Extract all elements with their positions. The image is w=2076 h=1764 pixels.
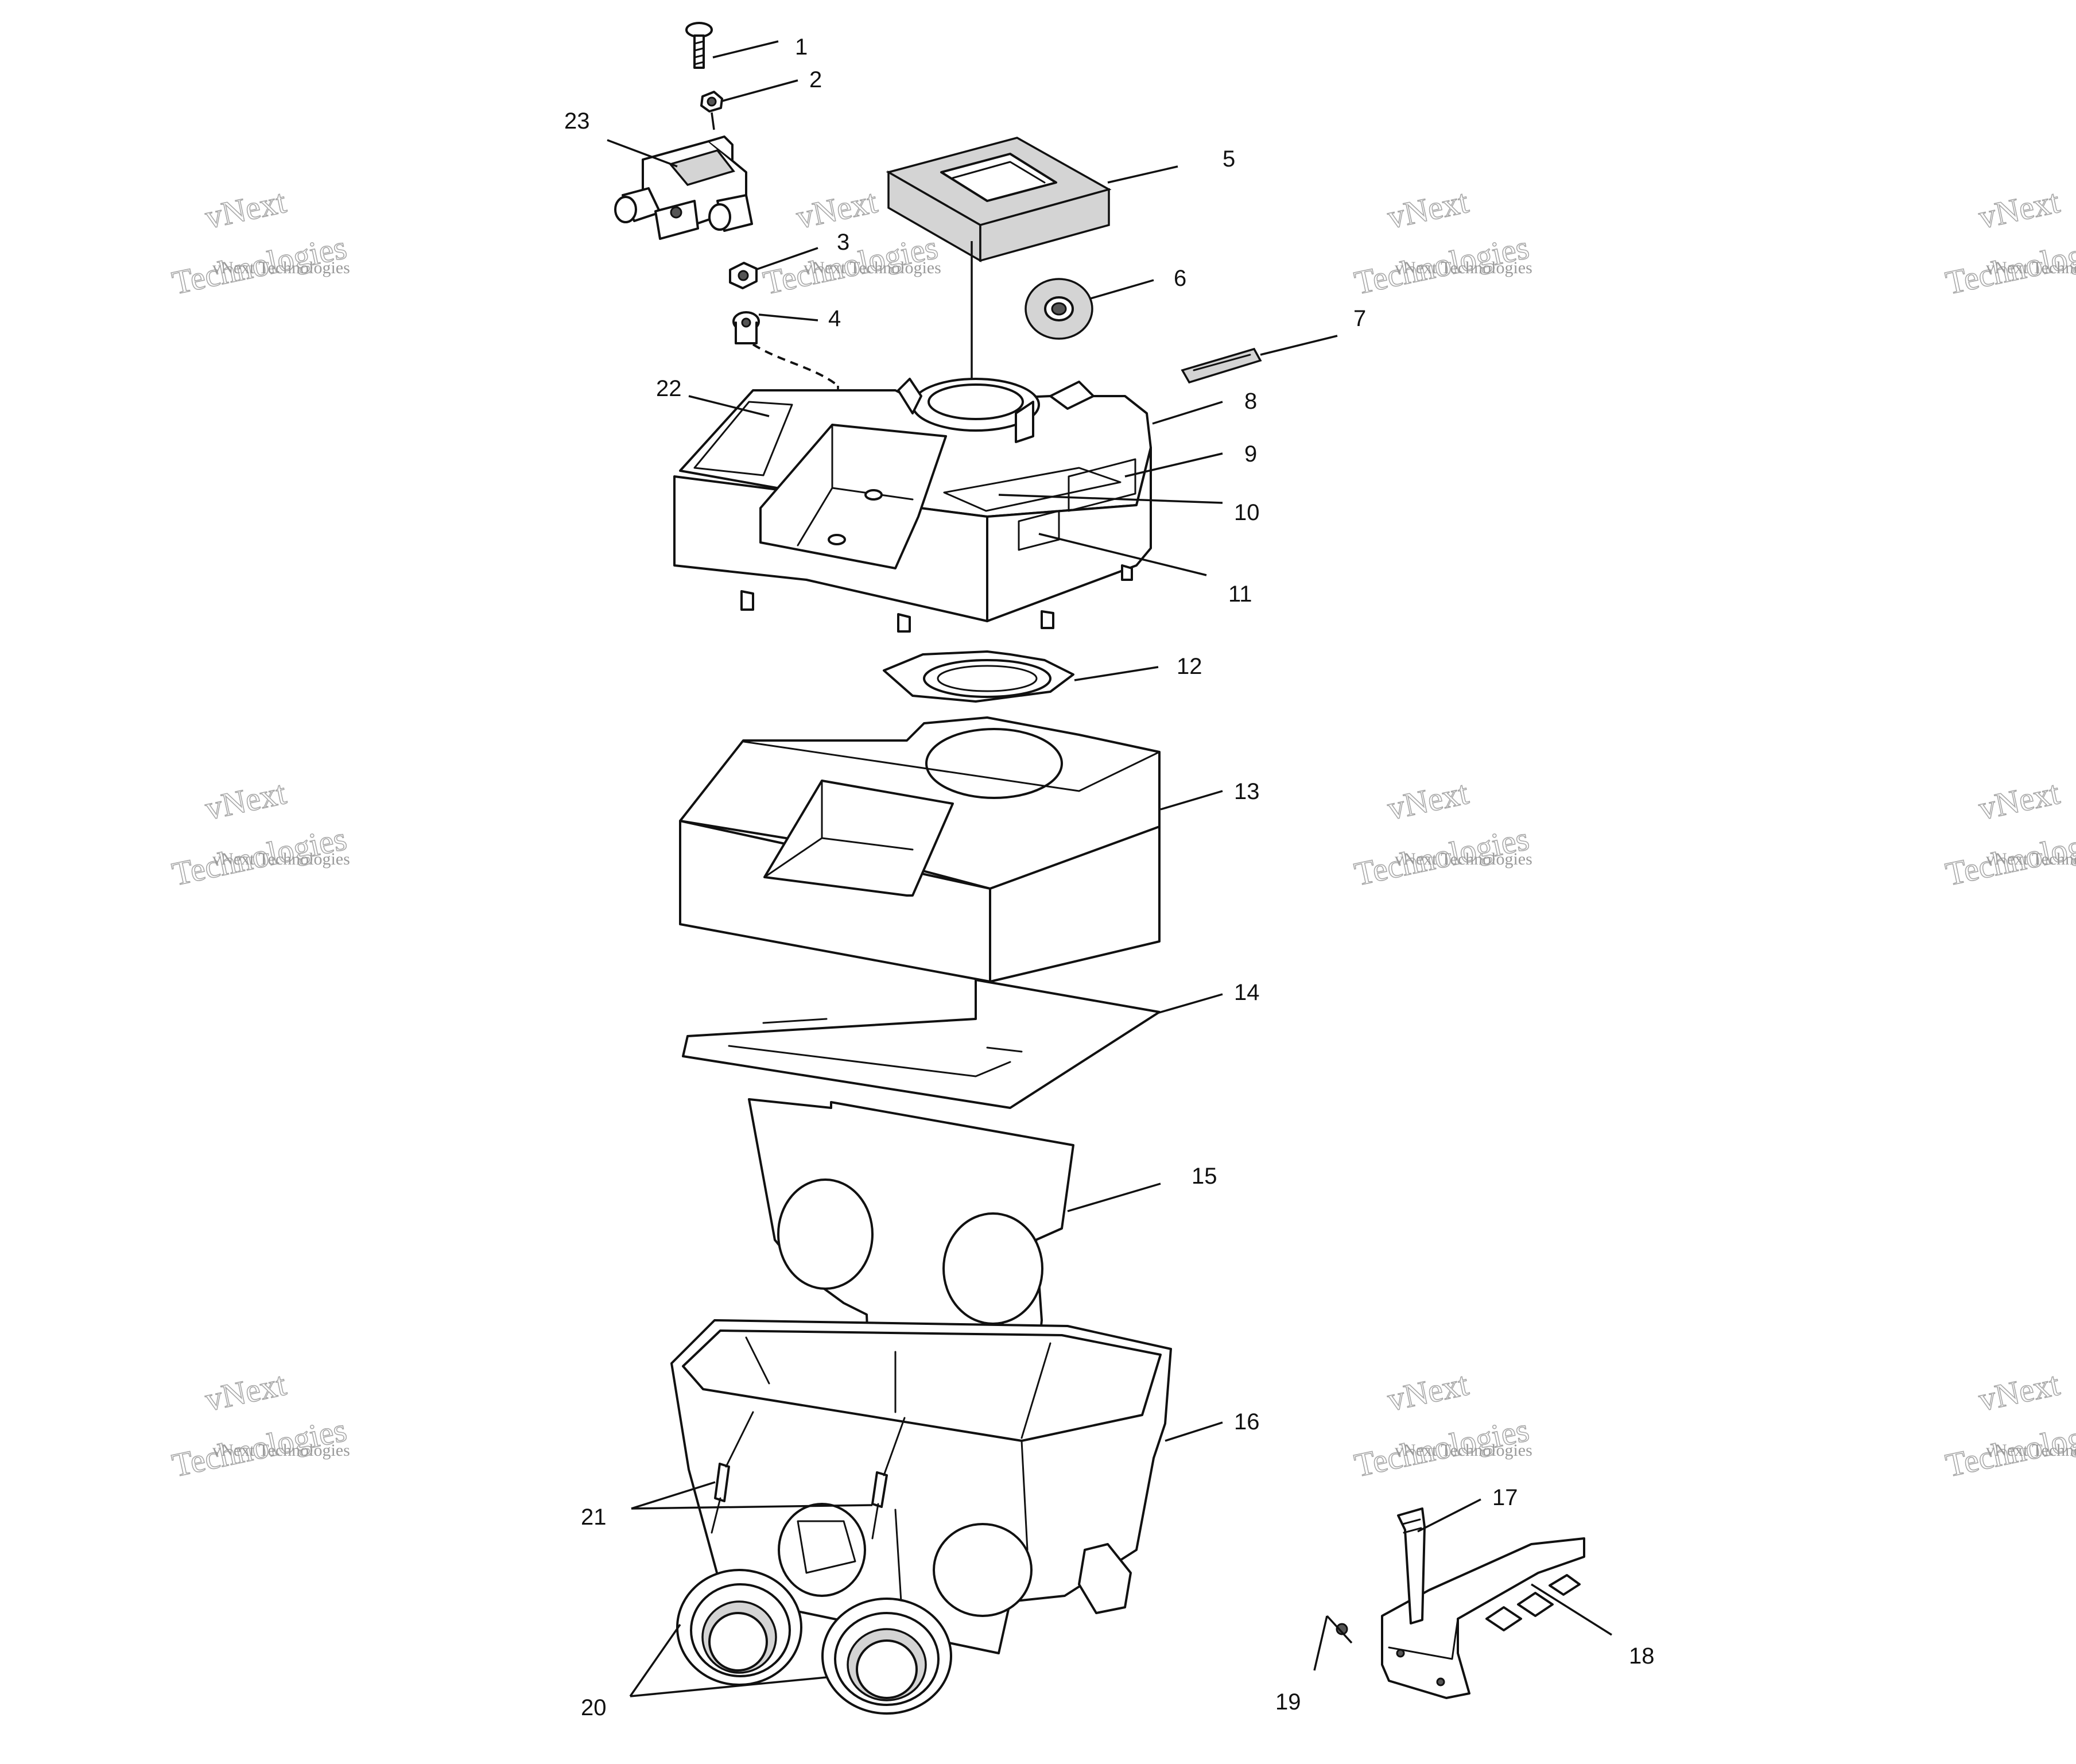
callout-9: 9 <box>1244 441 1257 467</box>
svg-text:vNext Technologies: vNext Technologies <box>212 258 350 277</box>
callout-5: 5 <box>1223 146 1235 172</box>
part-washer <box>700 91 723 113</box>
part-baffle <box>748 1098 1074 1405</box>
callout-21: 21 <box>581 1505 607 1530</box>
part-lever <box>1397 1507 1426 1625</box>
watermark: vNext Technologies vNext Technologies <box>1351 773 1532 893</box>
watermark: vNext Technologies vNext Technologies <box>168 773 350 893</box>
callout-15: 15 <box>1192 1164 1217 1189</box>
callout-20: 20 <box>581 1695 607 1720</box>
part-boot <box>821 1598 952 1715</box>
watermark: vNext Technologies vNext Technologies <box>1942 1364 2076 1484</box>
callout-13: 13 <box>1234 779 1260 804</box>
part-screw <box>685 22 713 69</box>
watermark: vNext Technologies vNext Technologies <box>1351 1364 1532 1484</box>
part-nut <box>729 262 758 289</box>
callout-8: 8 <box>1244 389 1257 414</box>
part-bracket <box>1381 1537 1585 1699</box>
part-clip <box>732 311 760 344</box>
svg-text:vNext Technologies: vNext Technologies <box>1986 1441 2076 1460</box>
callout-16: 16 <box>1234 1409 1260 1435</box>
callout-17: 17 <box>1492 1485 1518 1510</box>
callout-labels: 1 2 3 4 5 6 7 8 9 10 11 12 13 14 15 16 1… <box>564 34 1655 1720</box>
svg-text:vNext Technologies: vNext Technologies <box>212 1441 350 1460</box>
part-drain-hose <box>711 1411 906 1603</box>
svg-text:vNext Technologies: vNext Technologies <box>1395 1441 1532 1460</box>
callout-1: 1 <box>795 34 808 60</box>
svg-text:vNext Technologies: vNext Technologies <box>212 850 350 869</box>
watermark: vNext Technologies vNext Technologies <box>168 1364 350 1484</box>
part-boot <box>676 1569 802 1686</box>
callout-14: 14 <box>1234 980 1260 1005</box>
leader-lines <box>607 40 1612 1697</box>
callout-4: 4 <box>828 306 841 331</box>
watermark: vNext Technologies vNext Technologies <box>1942 182 2076 302</box>
callout-22: 22 <box>656 376 682 401</box>
callout-7: 7 <box>1353 306 1366 331</box>
callout-18: 18 <box>1629 1643 1655 1669</box>
callout-3: 3 <box>837 230 849 255</box>
svg-text:vNext: vNext <box>1976 183 2063 236</box>
assembly-line <box>752 343 839 387</box>
part-airbox-base <box>670 1319 1172 1654</box>
svg-text:vNext Technologies: vNext Technologies <box>1395 258 1532 277</box>
svg-text:vNext Technologies: vNext Technologies <box>1395 850 1532 869</box>
part-airbox-cover <box>673 378 1152 633</box>
svg-text:vNext Technologies: vNext Technologies <box>1986 258 2076 277</box>
part-rivet <box>1336 1623 1348 1635</box>
watermark: vNext Technologies vNext Technologies <box>1942 773 2076 893</box>
svg-text:vNext: vNext <box>1384 774 1472 827</box>
part-foam-filter <box>886 137 1112 263</box>
part-plate <box>682 979 1161 1109</box>
callout-12: 12 <box>1177 654 1202 679</box>
part-washer-stem <box>711 112 715 130</box>
svg-text:vNext: vNext <box>1384 1365 1472 1418</box>
watermark: vNext Technologies vNext Technologies <box>1351 182 1532 302</box>
callout-11: 11 <box>1228 581 1252 607</box>
callout-23: 23 <box>564 108 590 134</box>
part-strap <box>1181 347 1262 384</box>
svg-text:vNext: vNext <box>1976 774 2063 827</box>
part-coil <box>614 135 753 240</box>
svg-text:vNext: vNext <box>793 183 880 236</box>
part-grommet-ring <box>1025 278 1093 340</box>
watermark: vNext Technologies vNext Technologies <box>168 182 350 302</box>
svg-text:vNext Technologies: vNext Technologies <box>804 258 941 277</box>
part-gasket <box>883 650 1074 703</box>
svg-text:vNext: vNext <box>1976 1365 2063 1418</box>
svg-text:vNext: vNext <box>202 183 289 236</box>
part-filter-body <box>679 716 1161 983</box>
svg-text:vNext Technologies: vNext Technologies <box>1986 850 2076 869</box>
svg-text:vNext: vNext <box>1384 183 1472 236</box>
callout-19: 19 <box>1275 1689 1301 1715</box>
svg-text:vNext: vNext <box>202 1365 289 1418</box>
callout-2: 2 <box>809 67 822 92</box>
callout-6: 6 <box>1174 266 1186 291</box>
svg-text:vNext: vNext <box>202 774 289 827</box>
callout-10: 10 <box>1234 500 1260 525</box>
